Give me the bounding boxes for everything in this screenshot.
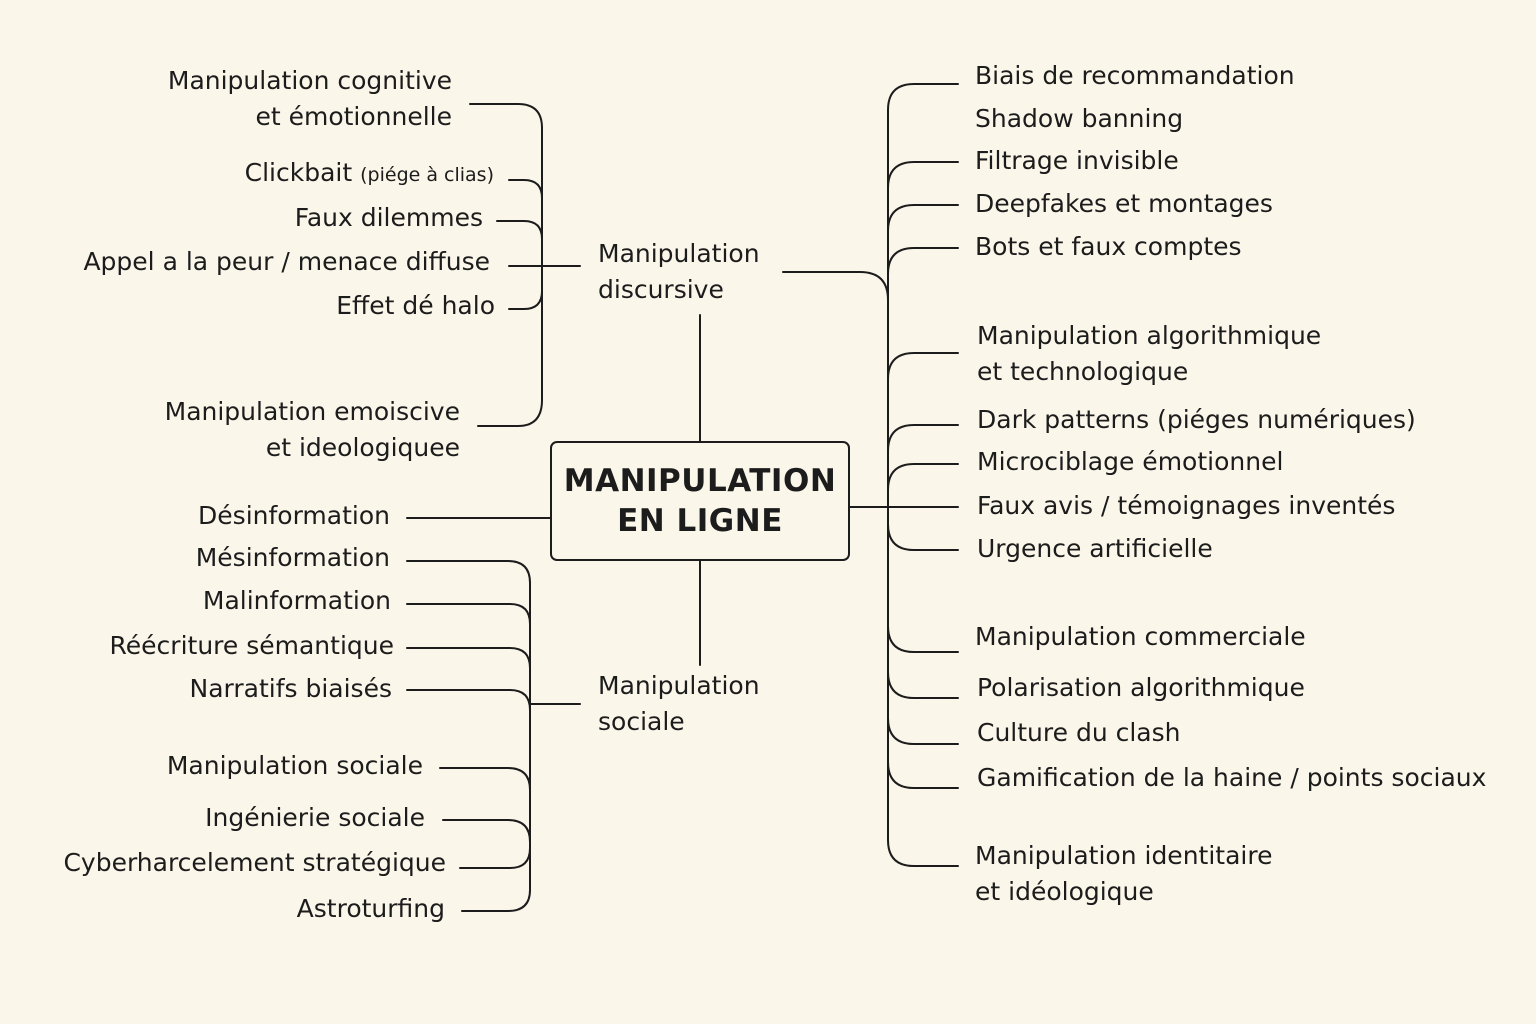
node-right-2: Filtrage invisible: [975, 146, 1179, 175]
connector-right-12: [887, 717, 959, 745]
node-lower-left-7: Astroturfing: [296, 894, 445, 923]
connector-upper-left-1: [508, 179, 543, 199]
node-right-8: Faux avis / témoignages inventés: [977, 491, 1396, 520]
node-upper-left-3: Appel a la peur / menace diffuse: [83, 247, 490, 276]
connector-right-6: [887, 424, 959, 452]
node-right-4: Bots et faux comptes: [975, 232, 1242, 261]
node-right-3: Deepfakes et montages: [975, 189, 1273, 218]
connector-lower-left-3: [406, 689, 531, 711]
node-lower-left-5: Ingénierie sociale: [205, 803, 425, 832]
connector-right-3: [887, 204, 959, 232]
connector-right-14: [887, 839, 959, 867]
node-right-11: Polarisation algorithmique: [977, 673, 1305, 702]
connector-right-4: [887, 247, 959, 275]
node-upper-left-1: Clickbait (piége à clias): [244, 158, 494, 187]
connector-lower-left-5: [442, 819, 531, 843]
node-right-6: Dark patterns (piéges numériques): [977, 405, 1416, 434]
connector-lower-left-2: [406, 647, 531, 669]
node-lower-left-6: Cyberharcelement stratégique: [63, 848, 446, 877]
node-right-9: Urgence artificielle: [977, 534, 1213, 563]
connector-upper-left-2: [496, 220, 543, 240]
connector-upper-left-4: [508, 290, 543, 310]
connector-right-11: [887, 671, 959, 699]
node-right-1: Shadow banning: [975, 104, 1184, 133]
connector-upper-left-5: [477, 399, 543, 427]
connector-right-9: [887, 523, 959, 551]
node-upper-left-1-note: (piége à clias): [360, 164, 494, 186]
connector-right-2: [887, 161, 959, 189]
hub-sociale: Manipulation sociale: [598, 671, 760, 736]
node-lower-left-4: Manipulation sociale: [166, 751, 423, 780]
node-lower-left-1: Malinformation: [202, 586, 391, 615]
node-upper-left-4: Effet dé halo: [336, 291, 495, 320]
node-right-0: Biais de recommandation: [975, 61, 1295, 90]
connector-right-13: [887, 761, 959, 789]
node-right-13: Gamification de la haine / points sociau…: [977, 763, 1487, 792]
node-upper-left-0: Manipulation cognitive et émotionnelle: [167, 66, 452, 131]
node-right-10: Manipulation commerciale: [975, 622, 1306, 651]
connector-lower-left-4: [439, 767, 531, 791]
connector-lower-left-6: [459, 847, 531, 869]
node-upper-left-5: Manipulation emoiscive et ideologiquee: [164, 397, 460, 462]
node-right-12: Culture du clash: [977, 718, 1181, 747]
central-title-line-1: MANIPULATION: [563, 463, 837, 499]
connector-lower-left-7: [461, 889, 531, 912]
node-right-14: Manipulation identitaire et idéologique: [975, 841, 1273, 906]
node-right-7: Microciblage émotionnel: [977, 447, 1284, 476]
node-upper-left-2: Faux dilemmes: [294, 203, 483, 232]
connector-right-7: [887, 463, 959, 491]
connector-upper-left-0: [469, 103, 543, 129]
node-desinformation: Désinformation: [198, 501, 390, 530]
connector-lower-left-0: [406, 560, 531, 584]
node-lower-left-3: Narratifs biaisés: [189, 674, 393, 703]
connector-right-10: [887, 625, 959, 653]
connector-right-0: [887, 83, 959, 111]
node-lower-left-2: Réécriture sémantique: [109, 631, 394, 660]
hub-discursive: Manipulation discursive: [598, 239, 760, 304]
connector-discursive-right: [782, 271, 889, 301]
central-title-line-2: EN LIGNE: [617, 503, 783, 539]
connector-lower-left-1: [406, 603, 531, 625]
node-right-5: Manipulation algorithmique et technologi…: [977, 321, 1322, 386]
node-lower-left-0: Mésinformation: [195, 543, 390, 572]
connector-right-5: [887, 352, 959, 380]
central-node: MANIPULATION EN LIGNE: [550, 441, 850, 561]
